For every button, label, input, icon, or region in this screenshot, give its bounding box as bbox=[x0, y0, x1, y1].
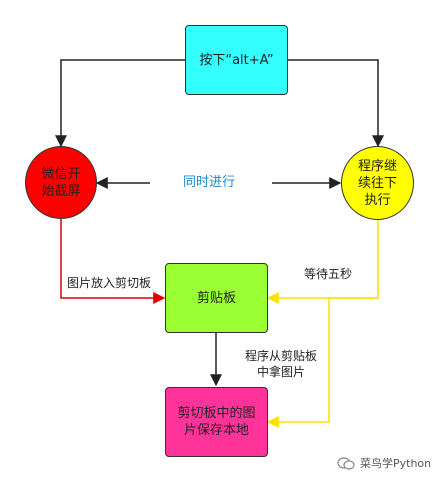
watermark: 菜鸟学Python bbox=[337, 455, 431, 471]
chat-bubble-icon bbox=[337, 456, 355, 470]
arrow-wait-to-clipboard bbox=[266, 220, 379, 304]
edge-label-put-to-clipboard: 图片放入剪切板 bbox=[67, 275, 152, 291]
node-clipboard: 剪贴板 bbox=[165, 263, 268, 333]
edge-label-fetch-from-clipboard: 程序从剪贴板 中拿图片 bbox=[245, 348, 318, 380]
node-wechat-screenshot-label: 微信开 始截屏 bbox=[41, 166, 81, 199]
node-program-continue: 程序继 续往下 执行 bbox=[341, 146, 414, 220]
arrow-program-to-save bbox=[266, 297, 378, 428]
node-program-continue-label: 程序继 续往下 执行 bbox=[357, 158, 397, 208]
node-press-key: 按下“alt+A” bbox=[185, 25, 288, 95]
arrow-to-wechat bbox=[55, 59, 185, 148]
node-press-key-label: 按下“alt+A” bbox=[199, 52, 274, 68]
watermark-text: 菜鸟学Python bbox=[360, 457, 432, 470]
arrow-to-program bbox=[287, 59, 384, 148]
node-save-image-label: 剪切板中的图 片保存本地 bbox=[177, 406, 256, 438]
edge-label-concurrent: 同时进行 bbox=[183, 175, 236, 191]
edge-label-wait-five-seconds: 等待五秒 bbox=[304, 266, 353, 282]
node-wechat-screenshot: 微信开 始截屏 bbox=[25, 146, 97, 219]
node-save-image: 剪切板中的图 片保存本地 bbox=[165, 387, 268, 457]
node-clipboard-label: 剪贴板 bbox=[196, 290, 236, 306]
arrow-to-clipboard bbox=[60, 219, 166, 304]
